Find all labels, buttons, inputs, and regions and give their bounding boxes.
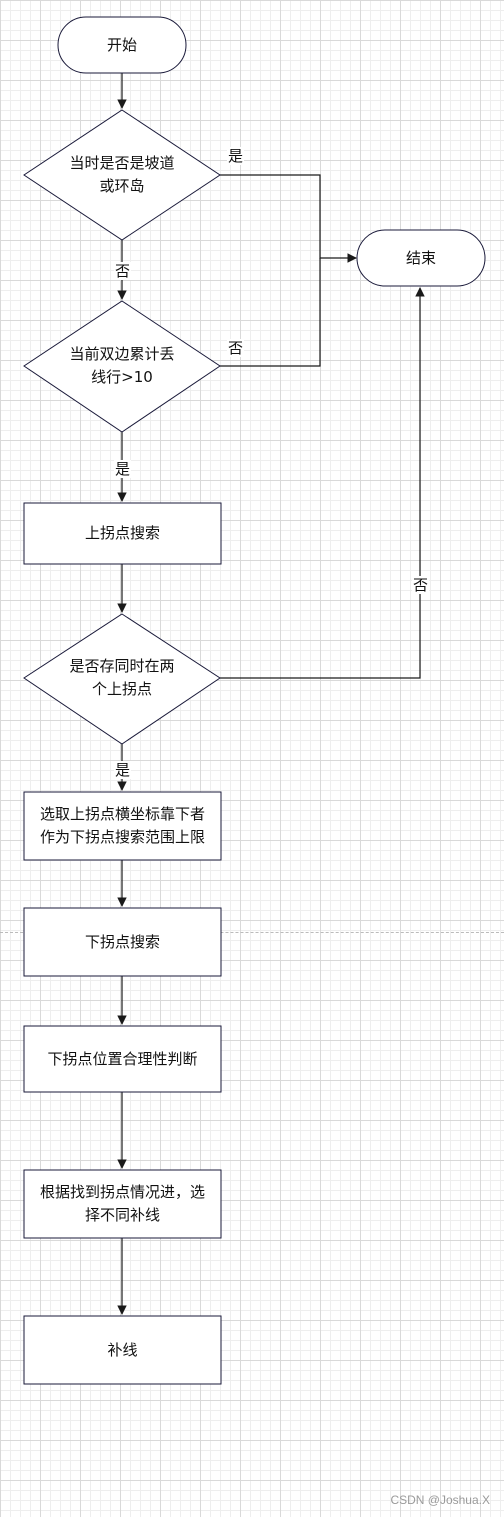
process-lower-check [23,1025,222,1093]
edges [117,73,425,1315]
decision-lost-lines [23,300,221,433]
ramp-no-label: 否 [114,262,132,280]
decision-two-upper-points [23,613,221,745]
edge-both-no-to-end [220,287,425,679]
select-upper-label: 选取上拐点横坐标靠下者 作为下拐点搜索范围上限 [39,805,205,846]
lost-no-label: 否 [227,339,245,357]
edge-lost-no-to-end [220,258,321,367]
lower-check-label: 下拐点位置合理性判断 [47,1049,198,1068]
end-label: 结束 [405,248,436,267]
start-label: 开始 [106,35,137,54]
watermark: CSDN @Joshua.X [390,1493,490,1507]
end-terminal [356,229,486,287]
lost-yes-label: 是 [114,460,132,478]
decision-ramp-label: 当时是否是坡道 或环岛 [69,154,175,195]
both-no-label: 否 [412,576,430,594]
both-yes-label: 是 [114,761,132,779]
start-terminal [57,16,187,74]
shapes [23,16,486,1385]
decision-ramp [23,109,221,241]
process-fill-line [23,1315,222,1385]
choose-fill-label: 根据找到拐点情况进，选 择不同补线 [39,1183,205,1224]
fill-line-label: 补线 [107,1340,138,1359]
page-divider [0,932,504,933]
process-select-upper [23,791,222,861]
ramp-yes-label: 是 [227,147,245,165]
lower-search-label: 下拐点搜索 [84,932,160,951]
decision-lost-lines-label: 当前双边累计丢 线行>10 [69,345,175,386]
process-choose-fill [23,1169,222,1239]
upper-search-label: 上拐点搜索 [84,524,160,542]
process-lower-search [23,907,222,977]
decision-two-upper-points-label: 是否存同时在两 个上拐点 [69,657,175,698]
edge-ramp-yes-to-end [220,174,357,263]
process-upper-search [23,502,222,565]
